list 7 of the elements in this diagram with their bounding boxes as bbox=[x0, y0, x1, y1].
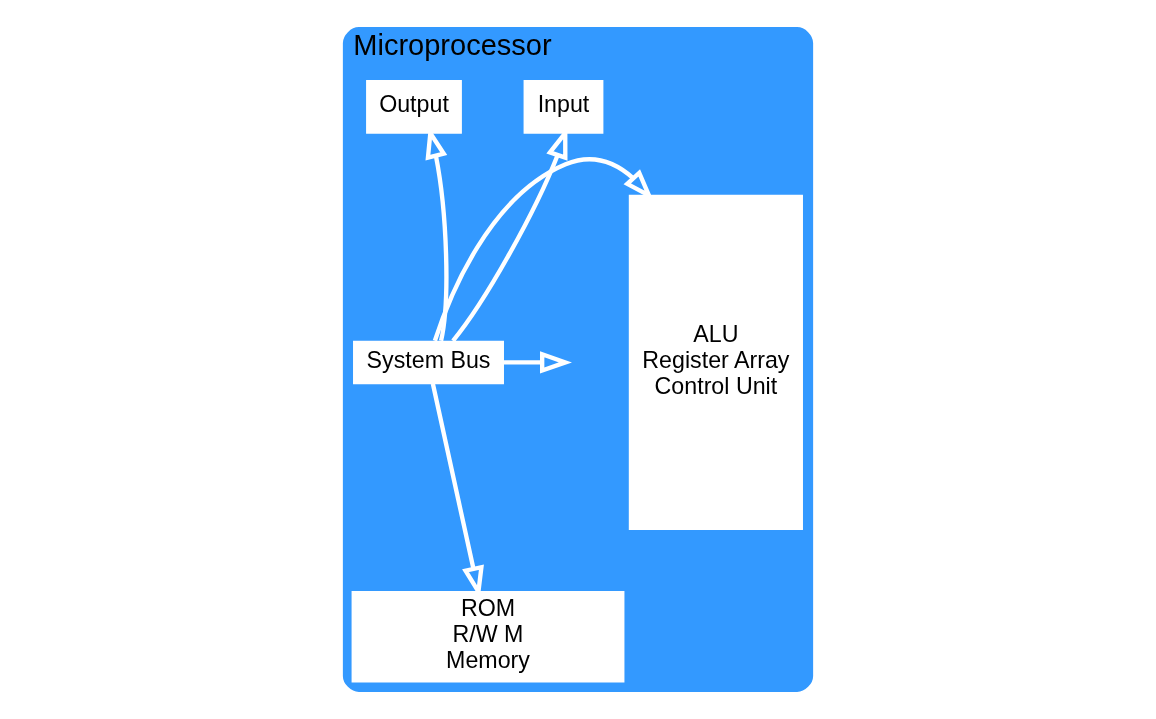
node-box: Output bbox=[366, 80, 462, 134]
node-box: System Bus bbox=[353, 340, 504, 385]
arrow bbox=[503, 351, 572, 374]
node-box: ROM R/W M Memory bbox=[351, 591, 625, 683]
arrow bbox=[432, 157, 654, 342]
node-box: ALU Register Array Control Unit bbox=[628, 194, 803, 531]
node-box: Input bbox=[523, 80, 604, 134]
